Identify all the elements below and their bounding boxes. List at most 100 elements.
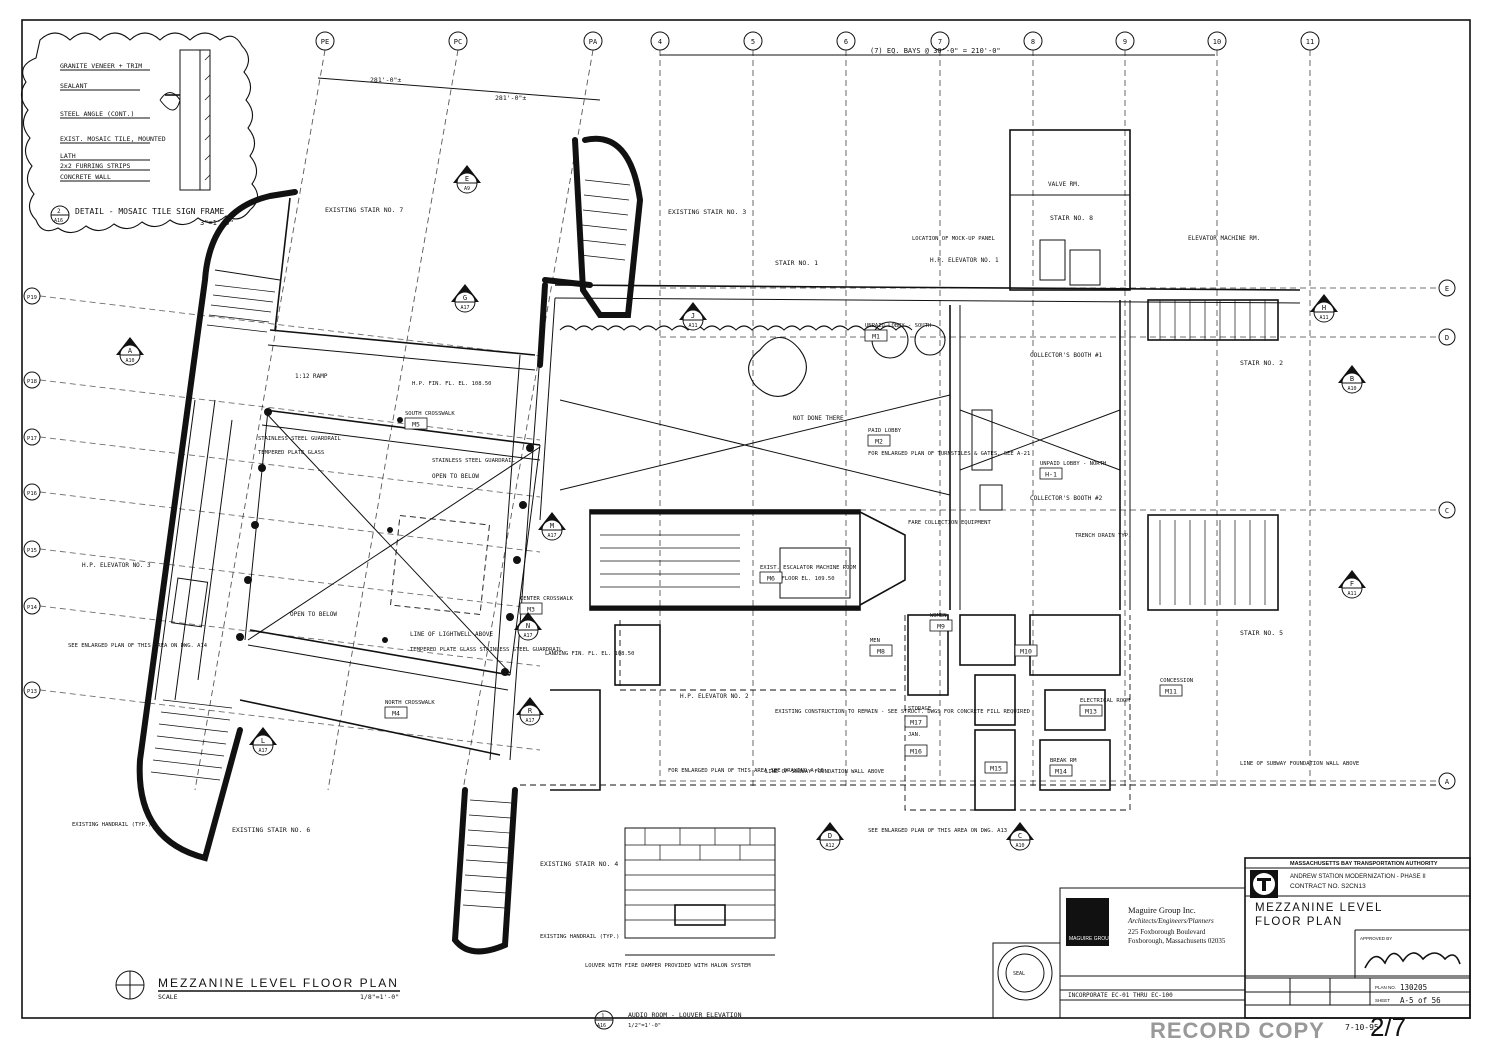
room-name: PAID LOBBY: [868, 428, 902, 434]
room-tag: M17: [904, 715, 928, 728]
label-hp-fin: H.P. FIN. FL. EL. 108.50: [412, 381, 491, 387]
drawing-title: FLOOR PLAN: [1255, 916, 1343, 928]
grid-row-label: A: [1445, 778, 1450, 786]
room-name: CONCESSION: [1160, 678, 1193, 684]
grid-column-bubble: 10: [1207, 31, 1227, 51]
label-enlarged: FOR ENLARGED PLAN OF TURNSTILES & GATES,…: [868, 451, 1030, 457]
room-name: MEN: [870, 638, 880, 644]
firm-name: Maguire Group Inc.: [1128, 905, 1196, 915]
section-sheet: A11: [1347, 591, 1356, 597]
label-enlarged: SEE ENLARGED PLAN OF THIS AREA ON DWG. A…: [68, 643, 208, 649]
detail-note: CONCRETE WALL: [60, 173, 111, 181]
room-code: M14: [1055, 768, 1067, 776]
grid-row-bubble: P17: [23, 428, 41, 446]
svg-text:2: 2: [57, 208, 61, 215]
project-name: ANDREW STATION MODERNIZATION - PHASE II: [1290, 874, 1426, 880]
label-janitor: JAN.: [908, 732, 921, 738]
maguire-logo: [1066, 898, 1109, 946]
room-code: M9: [937, 623, 945, 631]
page-number: 2/7: [1370, 1012, 1406, 1038]
section-tag: EA9: [453, 165, 481, 194]
svg-text:281'-0"±: 281'-0"±: [495, 94, 526, 102]
svg-text:281'-0"±: 281'-0"±: [370, 76, 401, 84]
detail-scale: 3"=1'-0": [200, 219, 234, 227]
grid-row-bubble: P14: [23, 597, 41, 615]
grid-column-bubble: 5: [743, 31, 763, 51]
section-letter: L: [261, 737, 265, 745]
detail-mosaic-tile: GRANITE VENEER + TRIM SEALANT STEEL ANGL…: [20, 32, 259, 234]
section-letter: C: [1018, 832, 1022, 840]
room-code: H-1: [1045, 471, 1057, 479]
room-code: M11: [1165, 688, 1177, 696]
label-hp-elev3: H.P. ELEVATOR NO. 3: [82, 562, 151, 569]
section-letter: N: [526, 622, 530, 630]
firm-address: 225 Foxborough Boulevard: [1128, 928, 1206, 936]
label-stair1: STAIR NO. 1: [775, 259, 818, 267]
label-louver: LOUVER WITH FIRE DAMPER PROVIDED WITH HA…: [585, 963, 751, 969]
audio-room-elevation: 1 A16: [594, 827, 776, 1030]
plan-scale-value: 1/8"=1'-0": [360, 993, 399, 1001]
svg-text:PLAN NO.: PLAN NO.: [1375, 985, 1396, 990]
grid-column-bubble: 6: [836, 31, 856, 51]
room-name: EXIST. ESCALATOR MACHINE ROOM: [760, 565, 857, 571]
svg-text:MAGUIRE GROUP: MAGUIRE GROUP: [1069, 936, 1113, 942]
room-code: M5: [412, 421, 420, 429]
section-letter: D: [828, 832, 832, 840]
label-collectors1: COLLECTOR'S BOOTH #1: [1030, 352, 1103, 359]
section-sheet: A17: [460, 305, 469, 311]
label-hp-elev2: H.P. ELEVATOR NO. 2: [680, 693, 749, 700]
room-code: M10: [1020, 648, 1032, 656]
label-landing: LANDING FIN. FL. EL. 108.50: [545, 651, 634, 657]
lobby-core: [520, 129, 1440, 811]
authority-name: MASSACHUSETTS BAY TRANSPORTATION AUTHORI…: [1290, 861, 1438, 867]
room-name: NORTH CROSSWALK: [385, 700, 435, 706]
label-elev-machine: ELEVATOR MACHINE RM.: [1188, 235, 1260, 242]
section-letter: M: [550, 522, 554, 530]
grid-column-label: 7: [938, 38, 942, 46]
room-code: M16: [910, 748, 922, 756]
sheet-number: A-5 of 56: [1400, 996, 1441, 1005]
room-code: M3: [527, 606, 535, 614]
label-stair8: STAIR NO. 8: [1050, 214, 1093, 222]
section-letter: F: [1350, 580, 1354, 588]
detail-note: GRANITE VENEER + TRIM: [60, 62, 142, 70]
room-code: M4: [392, 710, 400, 718]
grid-row-label: P17: [27, 436, 37, 442]
room-name: UNPAID LOBBY - NORTH: [1040, 461, 1106, 467]
section-sheet: A9: [464, 186, 470, 192]
plan-title: MEZZANINE LEVEL FLOOR PLAN SCALE 1/8"=1'…: [115, 970, 400, 1001]
detail-note: 2x2 FURRING STRIPS: [60, 162, 131, 170]
label-glass: TEMPERED PLATE GLASS STAINLESS STEEL GUA…: [410, 647, 563, 653]
grid-column-bubble: 8: [1023, 31, 1043, 51]
plan-scale-label: SCALE: [158, 993, 178, 1001]
section-letter: B: [1350, 375, 1354, 383]
svg-text:A16: A16: [54, 218, 63, 224]
grid-row-label: P16: [27, 491, 37, 497]
room-code: M17: [910, 719, 922, 727]
svg-text:(7) EQ. BAYS @ 30'-0" = 210'-0: (7) EQ. BAYS @ 30'-0" = 210'-0": [870, 47, 1001, 55]
svg-text:1: 1: [601, 1013, 605, 1020]
label-subway: LINE OF SUBWAY FOUNDATION WALL ABOVE: [765, 769, 884, 775]
grid-column-bubble: PC: [448, 31, 468, 51]
room-tag: H-1 UNPAID LOBBY - NORTH: [1039, 461, 1106, 480]
revision-note: INCORPORATE EC-01 THRU EC-100: [1068, 992, 1173, 999]
label-trench: TRENCH DRAIN TYP.: [1075, 533, 1131, 539]
section-sheet: A11: [1319, 315, 1328, 321]
label-guardrail: STAINLESS STEEL GUARDRAIL: [432, 458, 515, 464]
section-tag: F A11: [1338, 570, 1366, 599]
section-sheet: A17: [525, 718, 534, 724]
label-valve: VALVE RM.: [1048, 181, 1081, 188]
room-code: M1: [872, 333, 880, 341]
grid-column-bubble: PE: [315, 31, 335, 51]
title-block: MASSACHUSETTS BAY TRANSPORTATION AUTHORI…: [992, 857, 1471, 1019]
record-date: 7-10-95: [1345, 1023, 1379, 1032]
